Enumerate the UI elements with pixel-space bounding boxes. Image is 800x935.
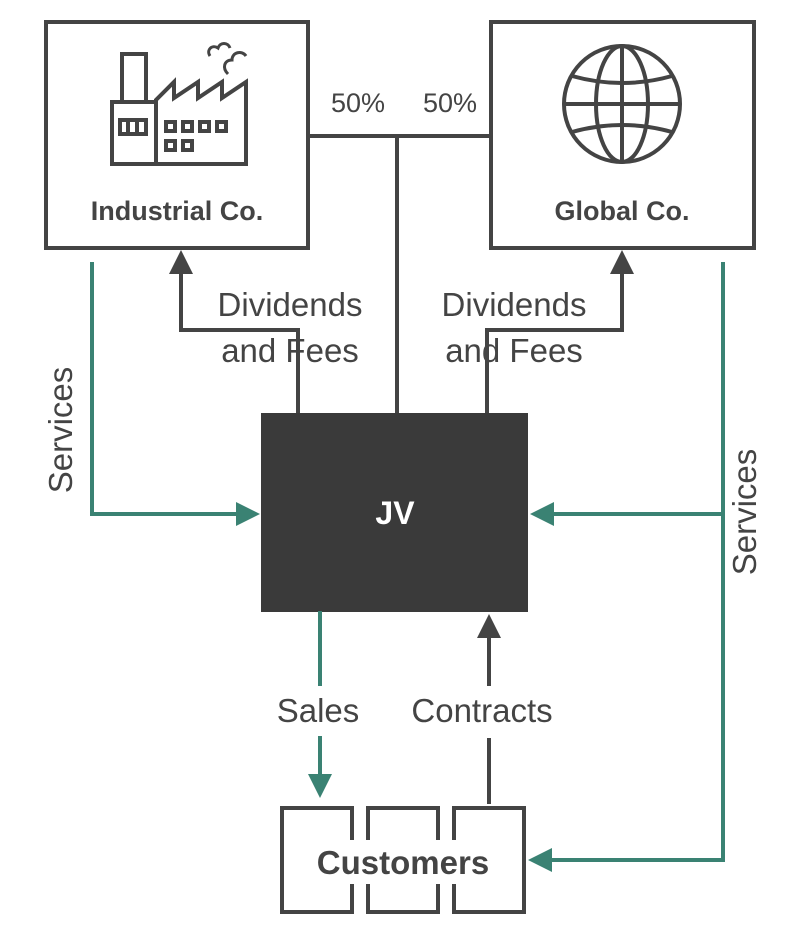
contracts-label: Contracts [411, 692, 552, 729]
industrial-co-box [44, 20, 310, 250]
services-right-label: Services [726, 449, 763, 576]
sales-label: Sales [277, 692, 360, 729]
ownership-share-left: 50% [331, 88, 385, 118]
dividends-left-line2: and Fees [221, 332, 359, 369]
dividends-flow-left: Dividends and Fees [169, 250, 363, 414]
ownership-share-right: 50% [423, 88, 477, 118]
jv-label: JV [375, 495, 415, 531]
jv-box [261, 413, 528, 612]
globe-icon [562, 44, 682, 164]
dividends-flow-right: Dividends and Fees [442, 250, 634, 414]
services-flow-left: Services [42, 262, 260, 526]
sales-flow: Sales [277, 611, 360, 798]
services-left-label: Services [42, 367, 79, 494]
customers-label: Customers [317, 844, 489, 881]
global-co-node: Global Co. [489, 20, 756, 250]
contracts-flow: Contracts [411, 614, 553, 804]
services-flow-right: Services [528, 262, 763, 872]
industrial-co-node: Industrial Co. [44, 20, 310, 250]
jv-node: JV [261, 413, 528, 612]
factory-icon [110, 42, 248, 166]
industrial-co-label: Industrial Co. [91, 196, 264, 226]
dividends-left-line1: Dividends [218, 286, 363, 323]
dividends-right-line2: and Fees [445, 332, 583, 369]
global-co-label: Global Co. [555, 196, 690, 226]
customers-node: Customers [280, 806, 526, 914]
customers-label-backdrop [302, 840, 502, 884]
ownership-connector: 50% 50% [308, 88, 491, 414]
dividends-right-line1: Dividends [442, 286, 587, 323]
